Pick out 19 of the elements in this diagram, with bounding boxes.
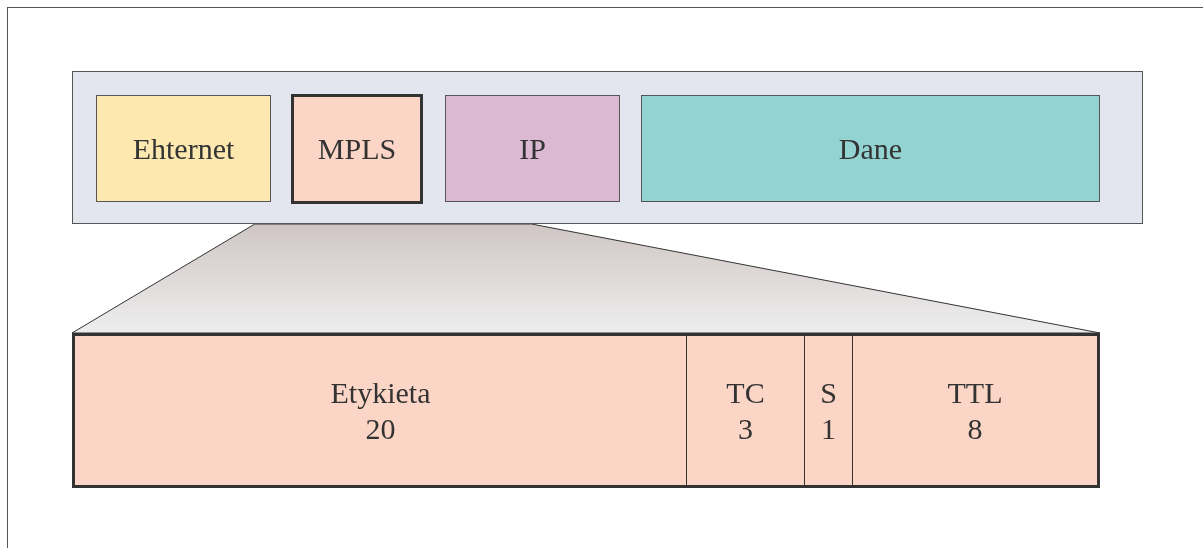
- field-name: Etykieta: [330, 374, 431, 411]
- field-name: TTL: [947, 374, 1003, 411]
- payload-field: [641, 95, 1100, 202]
- field-name: Ehternet: [132, 130, 235, 167]
- field-name: TC: [726, 374, 765, 411]
- bit-count: 3: [738, 410, 753, 447]
- header-field: [445, 95, 620, 202]
- bit-count: 1: [821, 410, 836, 447]
- bit-count: 20: [365, 410, 396, 447]
- field-name: MPLS: [317, 131, 397, 167]
- field-name: IP: [519, 130, 546, 167]
- header-field: [291, 94, 423, 204]
- header-field: [96, 95, 271, 202]
- field-name: S: [820, 374, 837, 411]
- bit-count: 8: [967, 410, 983, 447]
- packet-band: [72, 71, 1143, 224]
- mpls-header-box: [72, 333, 1100, 488]
- zoom-funnel: [72, 224, 1100, 333]
- field-name: Dane: [838, 130, 903, 167]
